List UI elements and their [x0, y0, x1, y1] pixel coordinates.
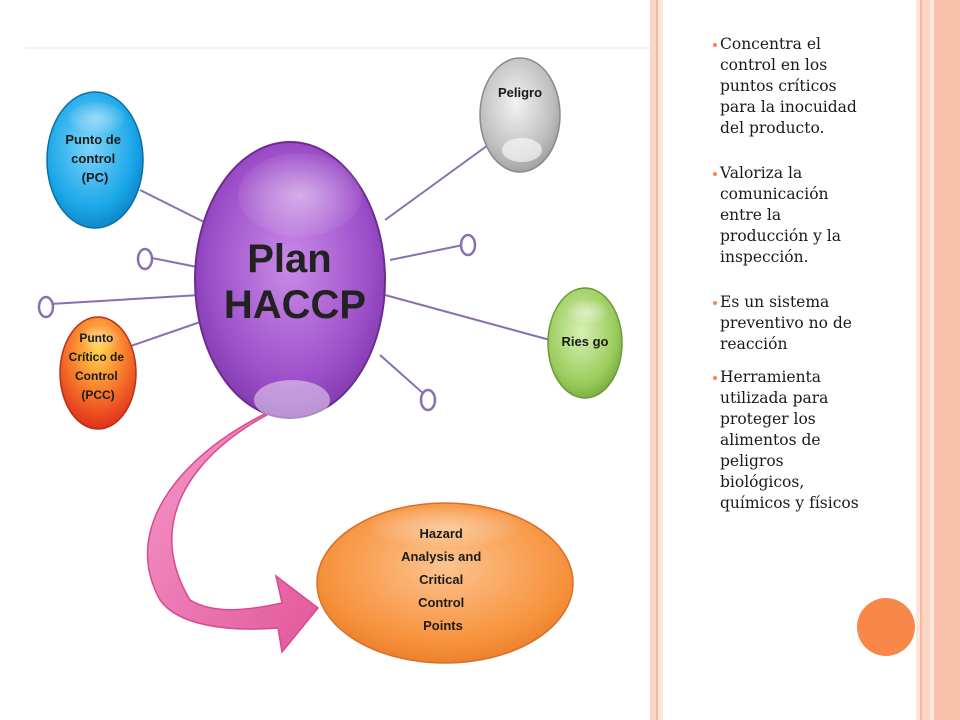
divider-stripe-7	[930, 0, 934, 720]
divider-stripe-3	[658, 0, 663, 720]
bullet-item: Es un sistema preventivo no de reacción	[713, 292, 863, 355]
pcc-line-2: Crítico de	[69, 350, 125, 364]
bullet-text: Concentra el control en los puntos críti…	[720, 35, 857, 137]
hazard-line-3: Critical	[419, 572, 463, 587]
bullet-dot-icon	[713, 43, 717, 47]
node-punto-critico-de-control: Punto Crítico de Control (PCC)	[59, 316, 137, 430]
node-hazard-analysis: Hazard Analysis and Critical Control Poi…	[316, 502, 574, 664]
bullet-item: Concentra el control en los puntos críti…	[713, 34, 863, 139]
hazard-line-2: Analysis and	[401, 549, 481, 564]
svg-text:Punto de control (: Punto de control (PC)	[65, 132, 124, 185]
bullet-item: Valoriza la comunicación entre la produc…	[713, 163, 863, 268]
connector-end-rings	[37, 233, 477, 412]
pc-line-3: (PC)	[82, 170, 109, 185]
divider-stripe-4	[916, 0, 920, 720]
pc-line-2: control	[71, 151, 115, 166]
bullet-dot-icon	[713, 172, 717, 176]
svg-text:Plan HACCP: Plan HACCP	[224, 237, 366, 327]
connector-lines	[49, 139, 551, 396]
center-label-line-2: HACCP	[224, 283, 366, 327]
bullet-text: Herramienta utilizada para proteger los …	[720, 368, 859, 512]
pc-line-1: Punto de	[65, 132, 121, 147]
node-punto-de-control: Punto de control (PC)	[46, 91, 144, 229]
bullet-dot-icon	[713, 376, 717, 380]
divider-stripe-6	[922, 0, 930, 720]
haccp-diagram: Plan HACCP Punto de control (PC) Peligro…	[25, 47, 650, 664]
hazard-line-4: Control	[418, 595, 464, 610]
hazard-line-5: Points	[423, 618, 463, 633]
pcc-line-1: Punto	[79, 331, 113, 345]
bullet-text: Valoriza la comunicación entre la produc…	[720, 164, 842, 266]
bullet-text: Es un sistema preventivo no de reacción	[720, 293, 852, 353]
bullet-dot-icon	[713, 301, 717, 305]
node-peligro: Peligro	[479, 57, 561, 173]
hazard-line-1: Hazard	[420, 526, 463, 541]
center-label-line-1: Plan	[247, 237, 331, 281]
bullet-item: Herramienta utilizada para proteger los …	[713, 367, 863, 514]
svg-text:Punto Crítico de C: Punto Crítico de Control (PCC)	[69, 331, 128, 402]
peligro-label: Peligro	[498, 85, 542, 100]
flow-arrow	[146, 391, 323, 654]
divider-stripe-5	[920, 0, 922, 720]
divider-stripe-8	[934, 0, 960, 720]
riesgo-label: Ries go	[562, 334, 609, 349]
divider-stripe-2	[656, 0, 658, 720]
svg-text:Hazard Analysis and: Hazard Analysis and Critical Control Poi…	[401, 526, 485, 633]
node-plan-haccp: Plan HACCP	[194, 141, 386, 420]
node-riesgo: Ries go	[547, 287, 623, 399]
decorative-circle	[857, 598, 915, 656]
pcc-line-3: Control	[75, 369, 118, 383]
divider-stripe-1	[650, 0, 656, 720]
bullet-list: Concentra el control en los puntos críti…	[713, 34, 863, 514]
pcc-line-4: (PCC)	[81, 388, 114, 402]
